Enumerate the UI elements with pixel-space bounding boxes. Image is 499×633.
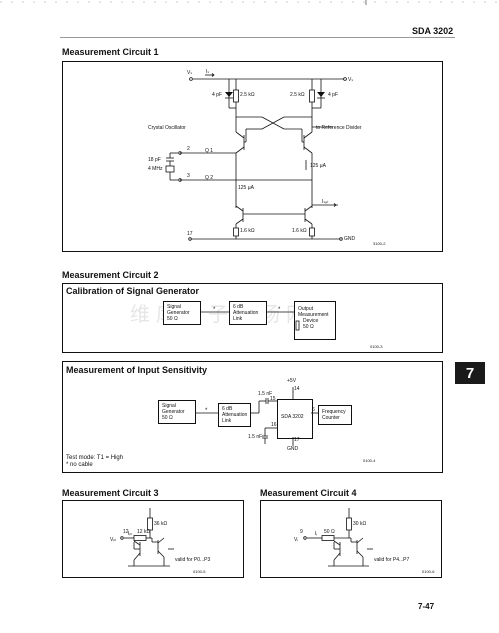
is-frequency-counter: Frequency Counter: [318, 405, 352, 425]
is-pin16: 16: [271, 422, 277, 428]
c3-pin: 12: [123, 529, 129, 535]
is-ref-no: 0100-4: [363, 458, 376, 463]
c1-pin17: 17: [187, 231, 193, 237]
c1-ref-label: to Reference Divider: [316, 125, 362, 131]
c1-res-b2: 1.6 kΩ: [292, 228, 307, 234]
page-number: 7-47: [418, 602, 435, 611]
c2-sg-line3: 50 Ω: [167, 316, 178, 322]
is-fc-line1: Frequency: [322, 409, 346, 415]
c2-at-line2: Attenuation: [233, 310, 259, 316]
is-test-mode: Test mode: T1 = High: [66, 455, 124, 461]
c1-res-left: 2.5 kΩ: [240, 92, 255, 98]
c2-sg-line1: Signal: [167, 304, 181, 310]
c4-iin: Iᵢ: [315, 531, 318, 537]
c3-valid: valid for P0...P3: [175, 557, 211, 563]
part-number: SDA 3202: [412, 26, 454, 36]
c4-pin: 9: [300, 529, 303, 535]
c1-res-right: 2.5 kΩ: [290, 92, 305, 98]
c1-ref-no: 3100-2: [373, 241, 386, 246]
c1-vs-right: Vₛ: [348, 77, 354, 83]
is-pin17: 17: [294, 437, 300, 443]
c1-pin3: 3: [187, 173, 190, 179]
chapter-tab: 7: [455, 362, 485, 384]
c2-od-line4: 50 Ω: [303, 324, 314, 330]
is-plus5: +5V: [287, 378, 297, 384]
c1-vs-left: Vₛ: [187, 70, 193, 76]
input-sensitivity-frame: [62, 361, 443, 473]
c1-osc-label: Crystal Oscillator: [148, 125, 186, 131]
is-pin6: 6: [312, 407, 315, 413]
is-note: * no cable: [66, 462, 93, 468]
is-fc-line2: Counter: [322, 415, 340, 421]
watermark: 维库电子市场网: [130, 302, 312, 326]
c1-cap-right: 4 pF: [328, 92, 339, 98]
is-gnd: GND: [287, 446, 299, 452]
c4-ref-no: 0100-6: [422, 569, 435, 574]
c2-od-line2: Measurement: [298, 312, 329, 318]
c2-sg-line2: Generator: [167, 310, 190, 316]
c2-output-device: Output Measurement Device 50 Ω: [294, 301, 336, 340]
c4-valid: valid for P4...P7: [374, 557, 410, 563]
is-pin14: 14: [294, 386, 300, 392]
is-chip: SDA 3202: [277, 399, 313, 439]
c4-vin: Vᵢ: [294, 537, 299, 543]
c1-xtal: 4 MHz: [148, 166, 163, 172]
input-sensitivity-title: Measurement of Input Sensitivity: [66, 365, 208, 375]
circuit4-frame: [260, 500, 442, 578]
c2-attenuation-link: 6 dB Attenuation Link: [229, 301, 267, 325]
c3-vin: Vᵢₙ: [110, 537, 117, 543]
c1-cap-left: 4 pF: [212, 92, 223, 98]
circuit2-title: Measurement Circuit 2: [62, 270, 159, 280]
c2-at-line1: 6 dB: [233, 304, 244, 310]
scan-dashes: [0, 0, 499, 5]
c2-od-line1: Output: [298, 306, 314, 312]
c1-cap18: 18 pF: [148, 157, 161, 163]
is-sg-line1: Signal: [162, 403, 176, 409]
c1-q2: Q 2: [205, 175, 214, 181]
c1-gnd: GND: [344, 236, 356, 242]
is-signal-generator: Signal Generator 50 Ω: [158, 400, 196, 424]
c2-od-line3: Device: [303, 318, 319, 324]
c3-res-in: 12 kΩ: [137, 529, 151, 535]
header-rule: [60, 37, 455, 38]
circuit1-title: Measurement Circuit 1: [62, 47, 159, 57]
c4-res-top: 30 kΩ: [353, 521, 367, 527]
is-cap-top: 1.5 nF: [258, 391, 273, 397]
c2-at-line3: Link: [233, 316, 243, 322]
circuit1-frame: [62, 61, 443, 252]
is-attenuation-link: 6 dB Attenuation Link: [218, 403, 251, 427]
circuit2-subtitle: Calibration of Signal Generator: [66, 286, 200, 296]
c1-pin2: 2: [187, 146, 190, 152]
is-at-line2: Attenuation: [222, 412, 248, 418]
c1-cur-right: 125 μA: [310, 163, 326, 169]
is-sg-line2: Generator: [162, 409, 185, 415]
c1-res-b1: 1.6 kΩ: [240, 228, 255, 234]
c1-cur-mid: 125 μA: [238, 185, 254, 191]
circuit3-frame: [62, 500, 244, 578]
circuit3-title: Measurement Circuit 3: [62, 488, 159, 498]
c2-signal-generator: Signal Generator 50 Ω: [163, 301, 201, 325]
c4-res-in: 50 Ω: [324, 529, 335, 535]
is-sg-line3: 50 Ω: [162, 415, 173, 421]
c1-iset: Iₛₑₜ: [322, 199, 329, 205]
c1-is-label: Iₛ: [206, 69, 210, 75]
c3-res-top: 36 kΩ: [154, 521, 168, 527]
is-cap-bot: 1.5 nF: [248, 434, 263, 440]
c3-ref-no: 0100-5: [193, 569, 206, 574]
is-pin15: 15: [270, 396, 276, 402]
c2-ref-no: 0100-3: [370, 344, 383, 349]
is-at-line1: 6 dB: [222, 406, 233, 412]
c3-iin: Iᵢₙ: [128, 531, 133, 537]
c1-q1: Q 1: [205, 148, 214, 154]
is-chip-label: SDA 3202: [281, 414, 304, 420]
is-at-line3: Link: [222, 418, 232, 424]
circuit4-title: Measurement Circuit 4: [260, 488, 357, 498]
